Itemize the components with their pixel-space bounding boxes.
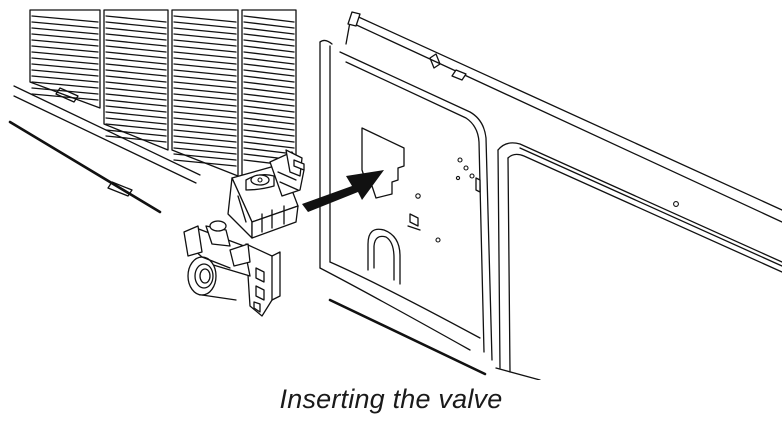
caption: Inserting the valve: [279, 384, 503, 414]
cabinet-panel: [319, 11, 782, 380]
vent-grille: [8, 9, 297, 214]
water-valve: [183, 149, 305, 317]
insert-direction-arrow: [302, 170, 384, 212]
valve-insertion-diagram: [8, 9, 782, 380]
